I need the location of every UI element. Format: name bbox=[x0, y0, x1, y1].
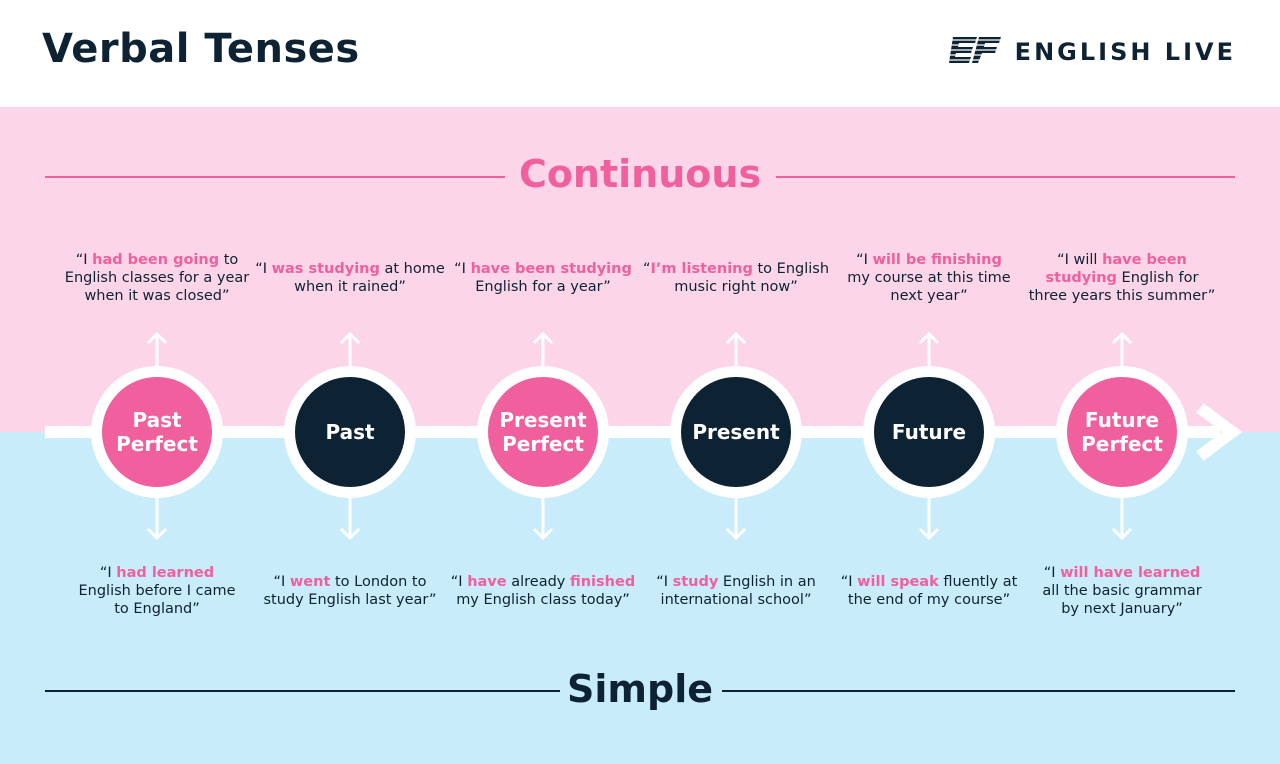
highlighted-verb: will speak bbox=[857, 574, 939, 590]
continuous-example-past: “I was studying at home when it rained” bbox=[255, 260, 445, 296]
highlighted-verb: was studying bbox=[271, 261, 380, 277]
highlighted-verb: will be finishing bbox=[872, 252, 1002, 268]
highlighted-verb: have been studying bbox=[1045, 252, 1187, 286]
continuous-band bbox=[0, 107, 1280, 432]
simple-example-past: “I went to London to study English last … bbox=[263, 573, 438, 609]
tense-node-future bbox=[874, 377, 984, 487]
example-text: to English music right now” bbox=[674, 261, 830, 295]
arrow-up-icon bbox=[725, 331, 747, 366]
highlighted-verb: had been going bbox=[92, 252, 220, 268]
highlighted-verb: study bbox=[672, 574, 719, 590]
example-text: “I bbox=[450, 574, 468, 590]
example-text: “I bbox=[255, 261, 272, 277]
tense-label-future: Future bbox=[892, 420, 966, 444]
simple-line-left bbox=[45, 690, 560, 692]
example-text: English for three years this summer” bbox=[1028, 270, 1216, 304]
example-text: fluently at the end of my course” bbox=[847, 574, 1018, 608]
tense-label-past-perfect: Past bbox=[132, 408, 182, 432]
highlighted-verb: I’m listening bbox=[650, 261, 753, 277]
tense-node-past-perfect bbox=[102, 377, 212, 487]
example-text: to English classes for a year when it wa… bbox=[64, 252, 250, 304]
example-text: “I bbox=[99, 565, 117, 581]
arrow-up-icon bbox=[339, 331, 361, 366]
simple-title: Simple bbox=[567, 667, 713, 711]
tense-node-present-perfect bbox=[488, 377, 598, 487]
arrow-down-icon bbox=[1111, 498, 1133, 541]
example-text: “I bbox=[656, 574, 673, 590]
page-title: Verbal Tenses bbox=[42, 26, 360, 72]
example-text: English in an international school” bbox=[660, 574, 816, 608]
example-text: to London to study English last year” bbox=[263, 574, 437, 608]
example-text: already bbox=[506, 574, 570, 590]
simple-example-past-perfect: “I had learned English before I came to … bbox=[72, 564, 242, 618]
arrow-up-icon bbox=[532, 331, 554, 366]
arrow-down-icon bbox=[918, 498, 940, 541]
highlighted-verb: had learned bbox=[116, 565, 215, 581]
example-text: my English class today” bbox=[456, 592, 630, 608]
highlighted-verb: went bbox=[289, 574, 331, 590]
brand-name: ENGLISH LIVE bbox=[1014, 38, 1236, 66]
ef-logo-icon bbox=[946, 37, 1003, 63]
continuous-line-left bbox=[45, 176, 505, 178]
arrow-down-icon bbox=[146, 498, 168, 541]
continuous-example-present-perfect: “I have been studying English for a year… bbox=[448, 260, 638, 296]
example-text: English for a year” bbox=[475, 279, 611, 295]
example-text: “I bbox=[856, 252, 873, 268]
arrow-down-icon bbox=[725, 498, 747, 541]
tense-label-past-perfect: Perfect bbox=[116, 432, 198, 456]
example-text: all the basic grammar by next January” bbox=[1042, 583, 1202, 617]
simple-example-present: “I study English in an international sch… bbox=[651, 573, 821, 609]
example-text: at home when it rained” bbox=[294, 261, 445, 295]
highlighted-verb: have bbox=[467, 574, 507, 590]
highlighted-verb: have been studying bbox=[470, 261, 632, 277]
example-text: “I will bbox=[1057, 252, 1103, 268]
highlighted-verb: will have learned bbox=[1060, 565, 1201, 581]
example-text: English before I came to England” bbox=[78, 583, 236, 617]
brand: ENGLISH LIVE bbox=[946, 34, 1236, 70]
example-text: “I bbox=[454, 261, 471, 277]
example-text: “I bbox=[840, 574, 858, 590]
highlighted-verb: finished bbox=[569, 574, 636, 590]
example-text: “I bbox=[75, 252, 93, 268]
arrow-down-icon bbox=[339, 498, 361, 541]
arrow-up-icon bbox=[146, 331, 168, 366]
tense-label-past: Past bbox=[325, 420, 375, 444]
header: Verbal Tenses ENGLISH LIVE bbox=[0, 0, 1280, 107]
example-text: “ bbox=[642, 261, 651, 277]
tense-label-future-perfect: Perfect bbox=[1081, 432, 1163, 456]
continuous-example-past-perfect: “I had been going to English classes for… bbox=[62, 251, 252, 305]
example-text: “I bbox=[273, 574, 290, 590]
example-text: “I bbox=[1043, 565, 1061, 581]
continuous-line-right bbox=[776, 176, 1235, 178]
tense-label-future-perfect: Future bbox=[1085, 408, 1159, 432]
simple-example-future: “I will speak fluently at the end of my … bbox=[834, 573, 1024, 609]
arrow-down-icon bbox=[532, 498, 554, 541]
continuous-example-present: “I’m listening to English music right no… bbox=[641, 260, 831, 296]
timeline-arrow-icon bbox=[1196, 403, 1242, 461]
tense-label-present-perfect: Present bbox=[499, 408, 587, 432]
tense-node-future-perfect bbox=[1067, 377, 1177, 487]
continuous-example-future: “I will be finishing my course at this t… bbox=[844, 251, 1014, 305]
tense-node-present bbox=[681, 377, 791, 487]
simple-line-right bbox=[722, 690, 1235, 692]
tense-label-present-perfect: Perfect bbox=[502, 432, 584, 456]
arrow-up-icon bbox=[918, 331, 940, 366]
simple-band bbox=[0, 432, 1280, 764]
continuous-title: Continuous bbox=[518, 152, 762, 196]
example-text: my course at this time next year” bbox=[847, 270, 1011, 304]
simple-example-future-perfect: “I will have learned all the basic gramm… bbox=[1035, 564, 1210, 618]
simple-example-present-perfect: “I have already finished my English clas… bbox=[448, 573, 638, 609]
tense-label-present: Present bbox=[692, 420, 780, 444]
continuous-example-future-perfect: “I will have been studying English for t… bbox=[1027, 251, 1217, 305]
tense-node-past bbox=[295, 377, 405, 487]
arrow-up-icon bbox=[1111, 331, 1133, 366]
